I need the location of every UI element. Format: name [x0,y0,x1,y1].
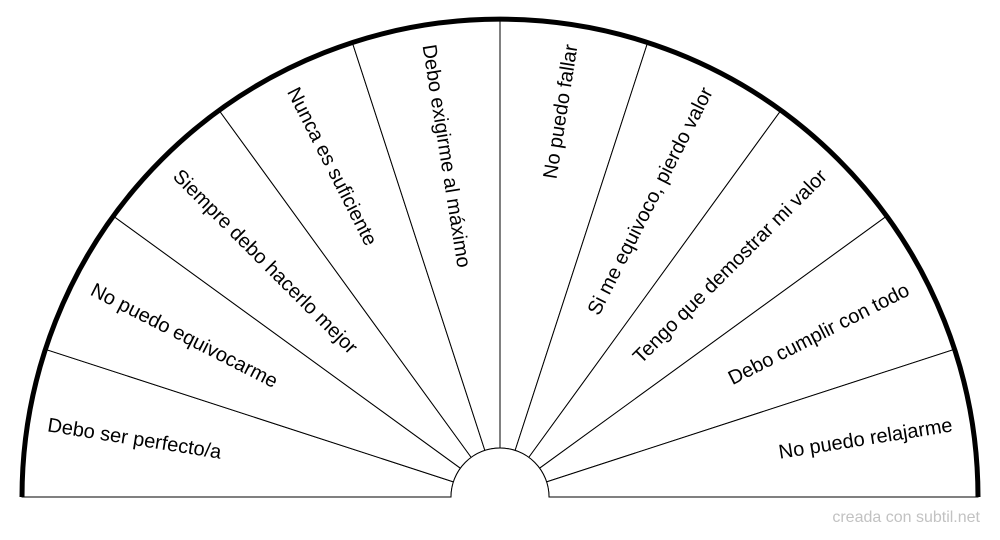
watermark-text: creada con subtil.net [832,509,980,526]
wheel-segments [21,18,979,498]
outer-arc [19,16,981,498]
inner-hub-arc [450,447,550,498]
